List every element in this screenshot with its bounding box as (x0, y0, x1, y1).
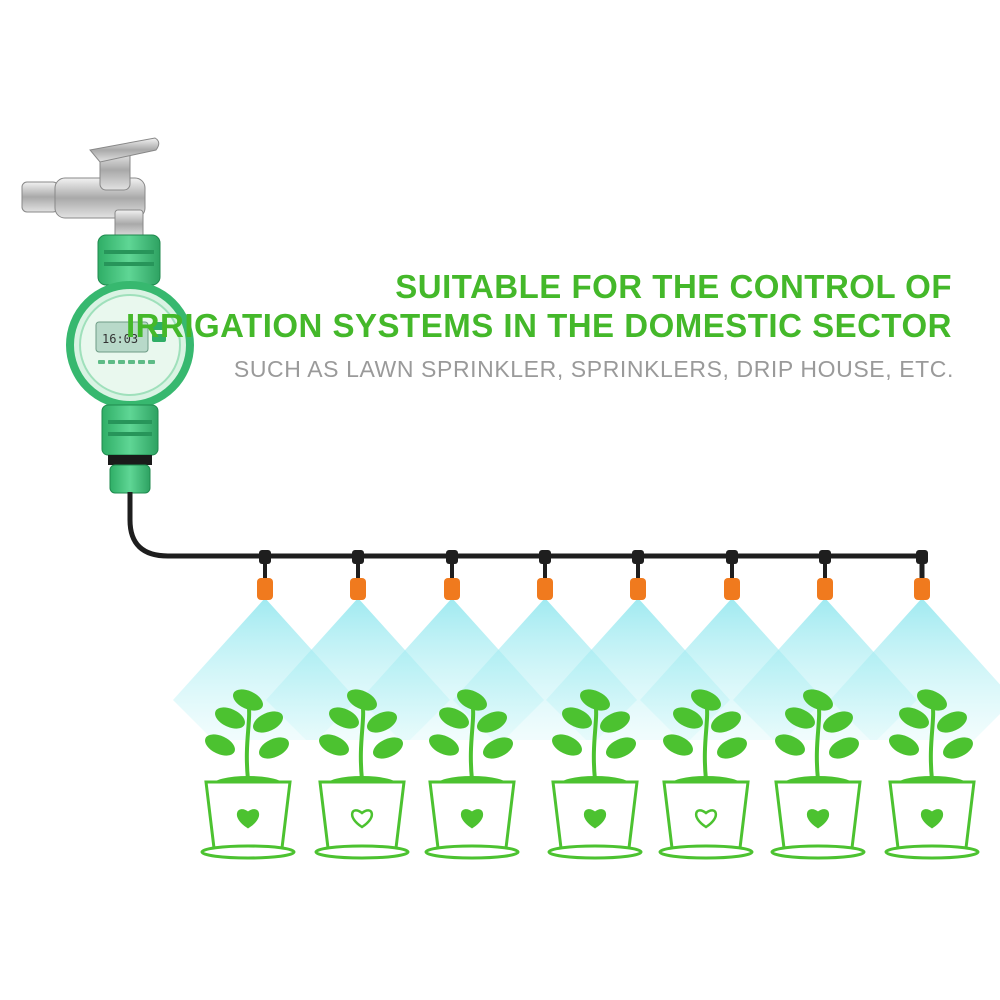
heart-icon (461, 809, 483, 829)
sprinkler-nozzle (537, 550, 553, 600)
hose (127, 492, 925, 580)
plant-pot (314, 689, 410, 860)
plant-pots (200, 689, 980, 860)
heart-icon (351, 809, 373, 829)
plant-pot (658, 689, 754, 860)
sprinkler-nozzle (630, 550, 646, 600)
heart-icon (921, 809, 943, 829)
sprinkler-nozzle (914, 550, 930, 600)
sprinkler-nozzle (724, 550, 740, 600)
timer-display: 16:03 (102, 332, 138, 346)
plant-pot (200, 689, 296, 860)
sprinkler-nozzles (257, 550, 930, 600)
plant-pot (884, 689, 980, 860)
plant-pot (770, 689, 866, 860)
headline-line-2: IRRIGATION SYSTEMS IN THE DOMESTIC SECTO… (125, 306, 952, 344)
heart-icon (237, 809, 259, 829)
water-timer-icon: 16:03 (66, 234, 194, 494)
heart-icon (695, 809, 717, 829)
sprinkler-nozzle (444, 550, 460, 600)
heart-icon (807, 809, 829, 829)
sprinkler-nozzle (817, 550, 833, 600)
subheadline: SUCH AS LAWN SPRINKLER, SPRINKLERS, DRIP… (233, 356, 954, 382)
heart-icon (584, 809, 606, 829)
plant-pot (424, 689, 520, 860)
headline: SUITABLE FOR THE CONTROL OF IRRIGATION S… (126, 268, 952, 346)
sprinkler-nozzle (350, 550, 366, 600)
faucet-icon (21, 137, 160, 239)
plant-pot (547, 689, 643, 860)
spray-cone (830, 598, 1000, 740)
headline-line-1: SUITABLE FOR THE CONTROL OF (395, 268, 952, 305)
sprinkler-nozzle (257, 550, 273, 600)
